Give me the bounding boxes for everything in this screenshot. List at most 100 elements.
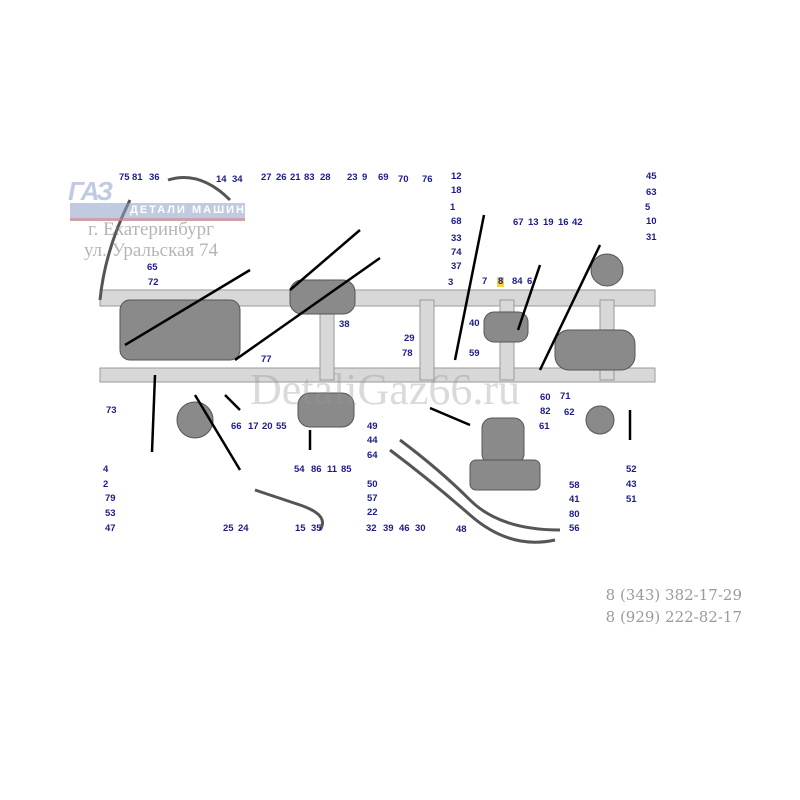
- part-label-33[interactable]: 33: [451, 233, 462, 244]
- watermark-site: DetaliGaz66.ru: [250, 365, 520, 414]
- part-label-6[interactable]: 6: [527, 276, 533, 287]
- part-label-74[interactable]: 74: [451, 247, 462, 258]
- part-label-77[interactable]: 77: [261, 354, 272, 365]
- part-label-80[interactable]: 80: [569, 509, 580, 520]
- part-label-49[interactable]: 49: [367, 421, 378, 432]
- part-label-53[interactable]: 53: [105, 508, 116, 519]
- air-tank-small: [483, 311, 529, 343]
- part-label-14[interactable]: 14: [216, 174, 227, 185]
- part-label-1[interactable]: 1: [450, 202, 456, 213]
- part-label-61[interactable]: 61: [539, 421, 550, 432]
- rear-axle: [554, 329, 636, 371]
- part-label-68[interactable]: 68: [451, 216, 462, 227]
- part-label-4[interactable]: 4: [103, 464, 109, 475]
- part-label-71[interactable]: 71: [560, 391, 571, 402]
- part-label-86[interactable]: 86: [311, 464, 322, 475]
- air-dryer: [481, 417, 525, 465]
- part-label-51[interactable]: 51: [626, 494, 637, 505]
- part-label-24[interactable]: 24: [238, 523, 249, 534]
- part-label-2[interactable]: 2: [103, 479, 109, 490]
- part-label-9[interactable]: 9: [362, 172, 368, 183]
- part-label-63[interactable]: 63: [646, 187, 657, 198]
- part-label-72[interactable]: 72: [148, 277, 159, 288]
- frame-rail-lower: [99, 367, 656, 383]
- logo-text: ДЕТАЛИ МАШИН: [130, 204, 246, 216]
- part-label-30[interactable]: 30: [415, 523, 426, 534]
- part-label-36[interactable]: 36: [149, 172, 160, 183]
- logo-mark: ГАЗ: [68, 176, 113, 206]
- part-label-62[interactable]: 62: [564, 407, 575, 418]
- part-label-69[interactable]: 69: [378, 172, 389, 183]
- part-label-37[interactable]: 37: [451, 261, 462, 272]
- part-label-38[interactable]: 38: [339, 319, 350, 330]
- part-label-59[interactable]: 59: [469, 348, 480, 359]
- part-label-32[interactable]: 32: [366, 523, 377, 534]
- part-label-22[interactable]: 22: [367, 507, 378, 518]
- part-label-34[interactable]: 34: [232, 174, 243, 185]
- part-label-19[interactable]: 19: [543, 217, 554, 228]
- part-label-44[interactable]: 44: [367, 435, 378, 446]
- part-label-64[interactable]: 64: [367, 450, 378, 461]
- phone-1: 8 (343) 382-17-29: [605, 586, 742, 604]
- part-label-58[interactable]: 58: [569, 480, 580, 491]
- logo-band: [70, 203, 245, 221]
- part-label-83[interactable]: 83: [304, 172, 315, 183]
- part-label-67[interactable]: 67: [513, 217, 524, 228]
- part-label-23[interactable]: 23: [347, 172, 358, 183]
- part-label-84[interactable]: 84: [512, 276, 523, 287]
- part-label-10[interactable]: 10: [646, 216, 657, 227]
- part-label-70[interactable]: 70: [398, 174, 409, 185]
- part-label-13[interactable]: 13: [528, 217, 539, 228]
- part-label-42[interactable]: 42: [572, 217, 583, 228]
- part-label-31[interactable]: 31: [646, 232, 657, 243]
- part-label-35[interactable]: 35: [311, 523, 322, 534]
- part-label-40[interactable]: 40: [469, 318, 480, 329]
- part-label-7[interactable]: 7: [482, 276, 488, 287]
- part-label-17[interactable]: 17: [248, 421, 259, 432]
- part-label-50[interactable]: 50: [367, 479, 378, 490]
- part-label-21[interactable]: 21: [290, 172, 301, 183]
- part-label-52[interactable]: 52: [626, 464, 637, 475]
- watermark-street: ул. Уральская 74: [84, 240, 218, 261]
- part-label-75[interactable]: 75: [119, 172, 130, 183]
- part-label-79[interactable]: 79: [105, 493, 116, 504]
- part-label-55[interactable]: 55: [276, 421, 287, 432]
- engine: [119, 299, 241, 361]
- part-label-48[interactable]: 48: [456, 524, 467, 535]
- part-label-5[interactable]: 5: [645, 202, 651, 213]
- part-label-28[interactable]: 28: [320, 172, 331, 183]
- part-label-78[interactable]: 78: [402, 348, 413, 359]
- part-label-12[interactable]: 12: [451, 171, 462, 182]
- part-label-41[interactable]: 41: [569, 494, 580, 505]
- watermark-city: г. Екатеринбург: [88, 219, 214, 240]
- part-label-45[interactable]: 45: [646, 171, 657, 182]
- part-label-57[interactable]: 57: [367, 493, 378, 504]
- part-label-56[interactable]: 56: [569, 523, 580, 534]
- part-label-47[interactable]: 47: [105, 523, 116, 534]
- part-label-81[interactable]: 81: [132, 172, 143, 183]
- part-label-8[interactable]: 8: [497, 276, 505, 287]
- part-label-85[interactable]: 85: [341, 464, 352, 475]
- part-label-73[interactable]: 73: [106, 405, 117, 416]
- part-label-60[interactable]: 60: [540, 392, 551, 403]
- part-label-18[interactable]: 18: [451, 185, 462, 196]
- part-label-26[interactable]: 26: [276, 172, 287, 183]
- part-label-3[interactable]: 3: [448, 277, 454, 288]
- part-label-66[interactable]: 66: [231, 421, 242, 432]
- part-label-25[interactable]: 25: [223, 523, 234, 534]
- part-label-29[interactable]: 29: [404, 333, 415, 344]
- part-label-20[interactable]: 20: [262, 421, 273, 432]
- part-label-65[interactable]: 65: [147, 262, 158, 273]
- part-label-46[interactable]: 46: [399, 523, 410, 534]
- part-label-15[interactable]: 15: [295, 523, 306, 534]
- part-label-39[interactable]: 39: [383, 523, 394, 534]
- part-label-43[interactable]: 43: [626, 479, 637, 490]
- part-label-82[interactable]: 82: [540, 406, 551, 417]
- part-label-16[interactable]: 16: [558, 217, 569, 228]
- part-label-54[interactable]: 54: [294, 464, 305, 475]
- part-label-27[interactable]: 27: [261, 172, 272, 183]
- part-label-11[interactable]: 11: [327, 464, 338, 475]
- part-label-76[interactable]: 76: [422, 174, 433, 185]
